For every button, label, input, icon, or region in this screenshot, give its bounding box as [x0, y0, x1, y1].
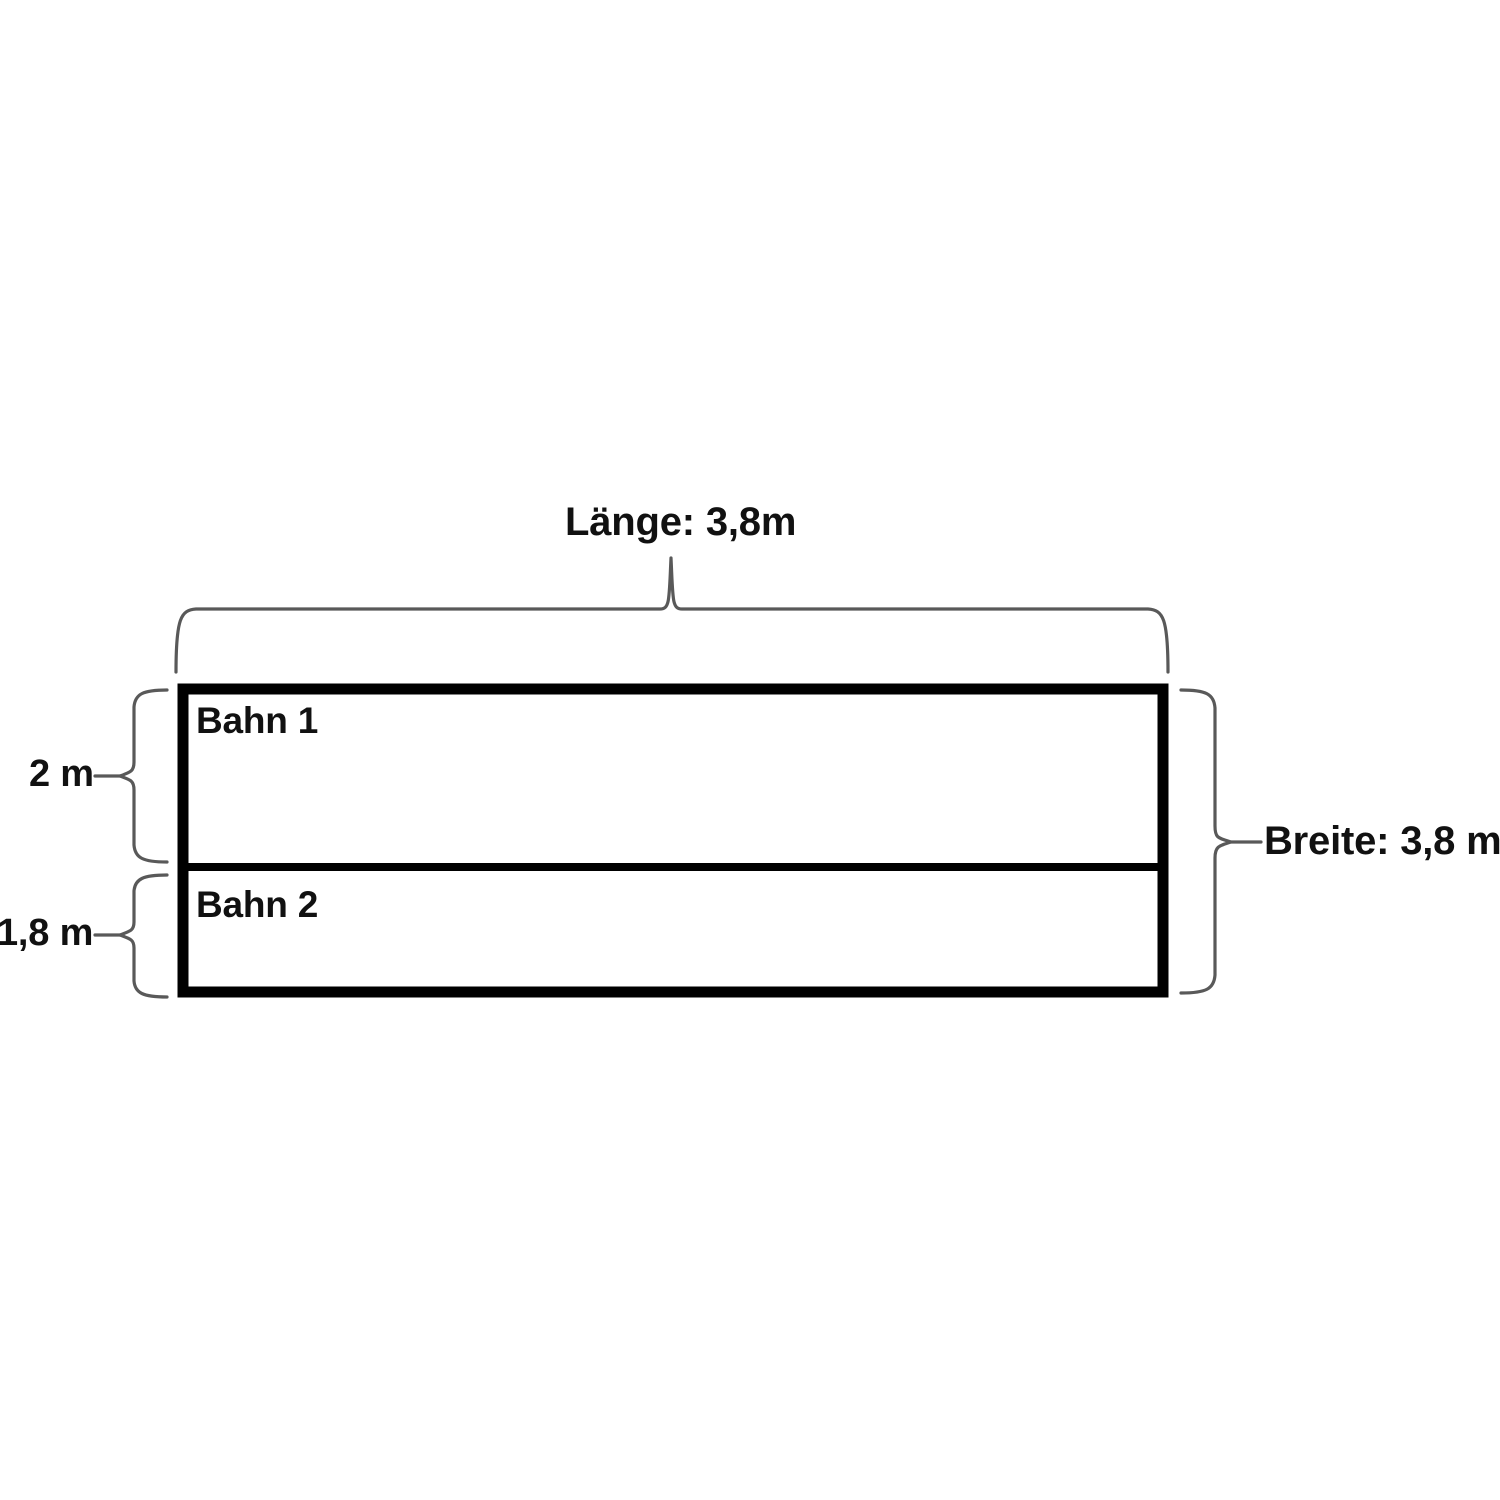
lane2-height-label: 1,8 m [0, 912, 94, 954]
lane2-name-label: Bahn 2 [196, 884, 319, 925]
left-brace-18m [118, 873, 169, 999]
top-brace-laenge [174, 556, 1170, 674]
length-label: Länge: 3,8m [565, 500, 797, 544]
width-label: Breite: 3,8 m [1264, 819, 1500, 863]
lane1-height-label: 2 m [29, 753, 94, 795]
right-brace-breite [1179, 688, 1233, 995]
lane1-name-label: Bahn 1 [196, 700, 319, 741]
left-brace-2m [118, 688, 169, 864]
main-rectangle [177, 683, 1169, 998]
